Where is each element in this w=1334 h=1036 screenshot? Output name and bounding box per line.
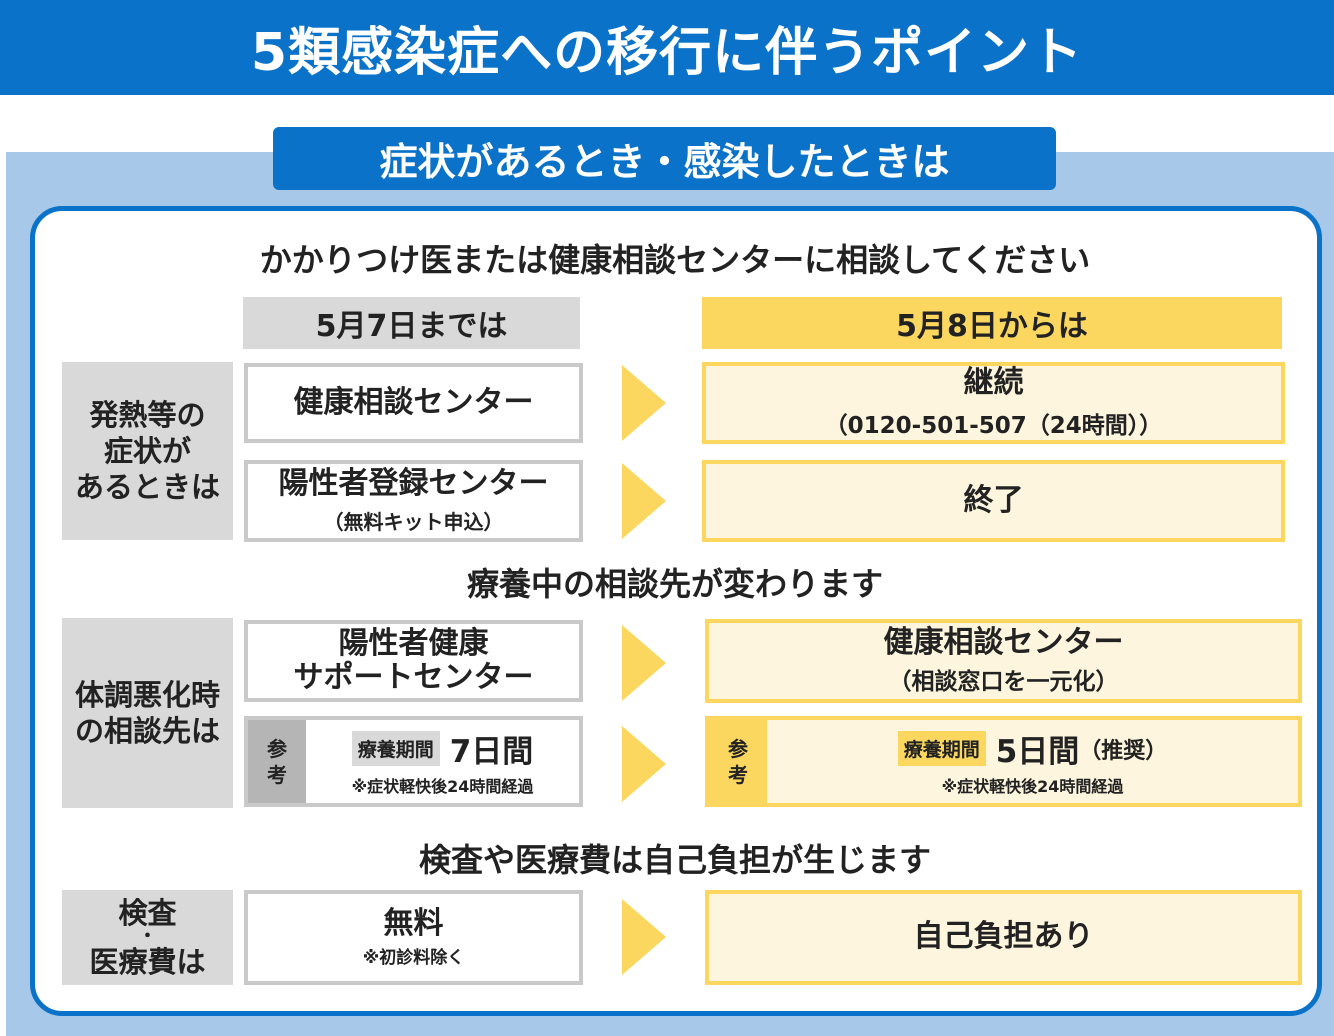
header-bar xyxy=(0,0,1334,95)
period-value: 5日間 xyxy=(995,734,1080,770)
box-text: 陽性者登録センター xyxy=(278,466,549,502)
block1-heading: かかりつけ医または健康相談センターに相談してください xyxy=(259,241,1091,279)
reference-label: 参 xyxy=(267,736,287,761)
block2-heading: 療養中の相談先が変わります xyxy=(466,565,883,603)
before-box-free: 無料 ※初診料除く xyxy=(244,890,583,985)
box-subtext: ※初診料除く xyxy=(362,948,465,969)
arrow-right-icon xyxy=(622,899,666,975)
arrow-right-icon xyxy=(622,463,666,539)
recovery-period-before: 療養期間 7日間 ※症状軽快後24時間経過 xyxy=(306,720,579,803)
row-label-line: 検査 xyxy=(118,895,177,930)
before-box-support-center: 陽性者健康 サポートセンター xyxy=(244,620,583,702)
row-label-line: の相談先は xyxy=(74,714,220,748)
reference-label: 参 xyxy=(728,736,748,761)
column-header-before: 5月7日までは xyxy=(243,297,580,349)
after-box-consultation-center: 健康相談センター （相談窓口を一元化） xyxy=(705,619,1302,703)
box-text: 終了 xyxy=(963,482,1024,518)
phone-number: （0120-501-507（24時間）） xyxy=(824,413,1163,440)
after-box-recovery-period xyxy=(705,716,1302,807)
period-note: ※症状軽快後24時間経過 xyxy=(351,777,534,796)
box-text: 無料 xyxy=(383,905,444,941)
row-label-line: 症状が xyxy=(103,433,191,468)
row-label-worsening: 体調悪化時 の相談先は xyxy=(62,618,233,808)
box-text: サポートセンター xyxy=(293,660,534,695)
row-label-line: 医療費は xyxy=(89,944,206,979)
period-tag: 療養期間 xyxy=(897,731,986,766)
box-text: 健康相談センター xyxy=(883,624,1124,660)
after-box-ended: 終了 xyxy=(702,460,1285,542)
box-text: 継続 xyxy=(963,364,1024,400)
reference-label: 考 xyxy=(267,762,287,787)
period-value: 7日間 xyxy=(449,734,534,770)
box-text: 陽性者健康 xyxy=(338,625,489,661)
period-suffix: （推奨） xyxy=(1079,738,1168,764)
block3-heading: 検査や医療費は自己負担が生じます xyxy=(418,841,931,879)
row-label-line: 体調悪化時 xyxy=(74,677,220,712)
box-subtext: （無料キット申込） xyxy=(323,509,504,534)
reference-badge: 参 考 xyxy=(709,720,767,803)
box-text: 健康相談センター xyxy=(293,384,534,420)
before-box-consultation-center: 健康相談センター xyxy=(244,363,583,443)
period-note: ※症状軽快後24時間経過 xyxy=(941,777,1124,796)
reference-label: 考 xyxy=(728,762,748,787)
box-text: 自己負担あり xyxy=(913,919,1094,955)
arrow-right-icon xyxy=(622,726,666,802)
after-box-self-pay: 自己負担あり xyxy=(705,890,1302,985)
period-tag: 療養期間 xyxy=(351,731,440,766)
reference-badge: 参 考 xyxy=(248,720,306,803)
section-title: 症状があるとき・感染したときは xyxy=(273,127,1056,190)
column-header-after: 5月8日からは xyxy=(702,297,1282,349)
row-label-line: 発熱等の xyxy=(89,397,206,432)
arrow-right-icon xyxy=(622,625,666,701)
after-box-continue: 継続 （0120-501-507（24時間）） xyxy=(702,362,1285,444)
recovery-period-after: 療養期間 5日間 （推奨） ※症状軽快後24時間経過 xyxy=(767,720,1298,803)
page-title: 5類感染症への移行に伴うポイント xyxy=(250,23,1084,83)
row-label-line: あるときは xyxy=(74,470,220,505)
row-label-line: ・ xyxy=(138,926,157,948)
arrow-right-icon xyxy=(622,365,666,441)
row-label-symptoms: 発熱等の 症状が あるときは xyxy=(62,362,233,540)
box-subtext: （相談窓口を一元化） xyxy=(888,669,1119,696)
before-box-positive-registration: 陽性者登録センター （無料キット申込） xyxy=(244,460,583,542)
row-label-medical-costs: 検査 ・ 医療費は xyxy=(62,890,233,985)
